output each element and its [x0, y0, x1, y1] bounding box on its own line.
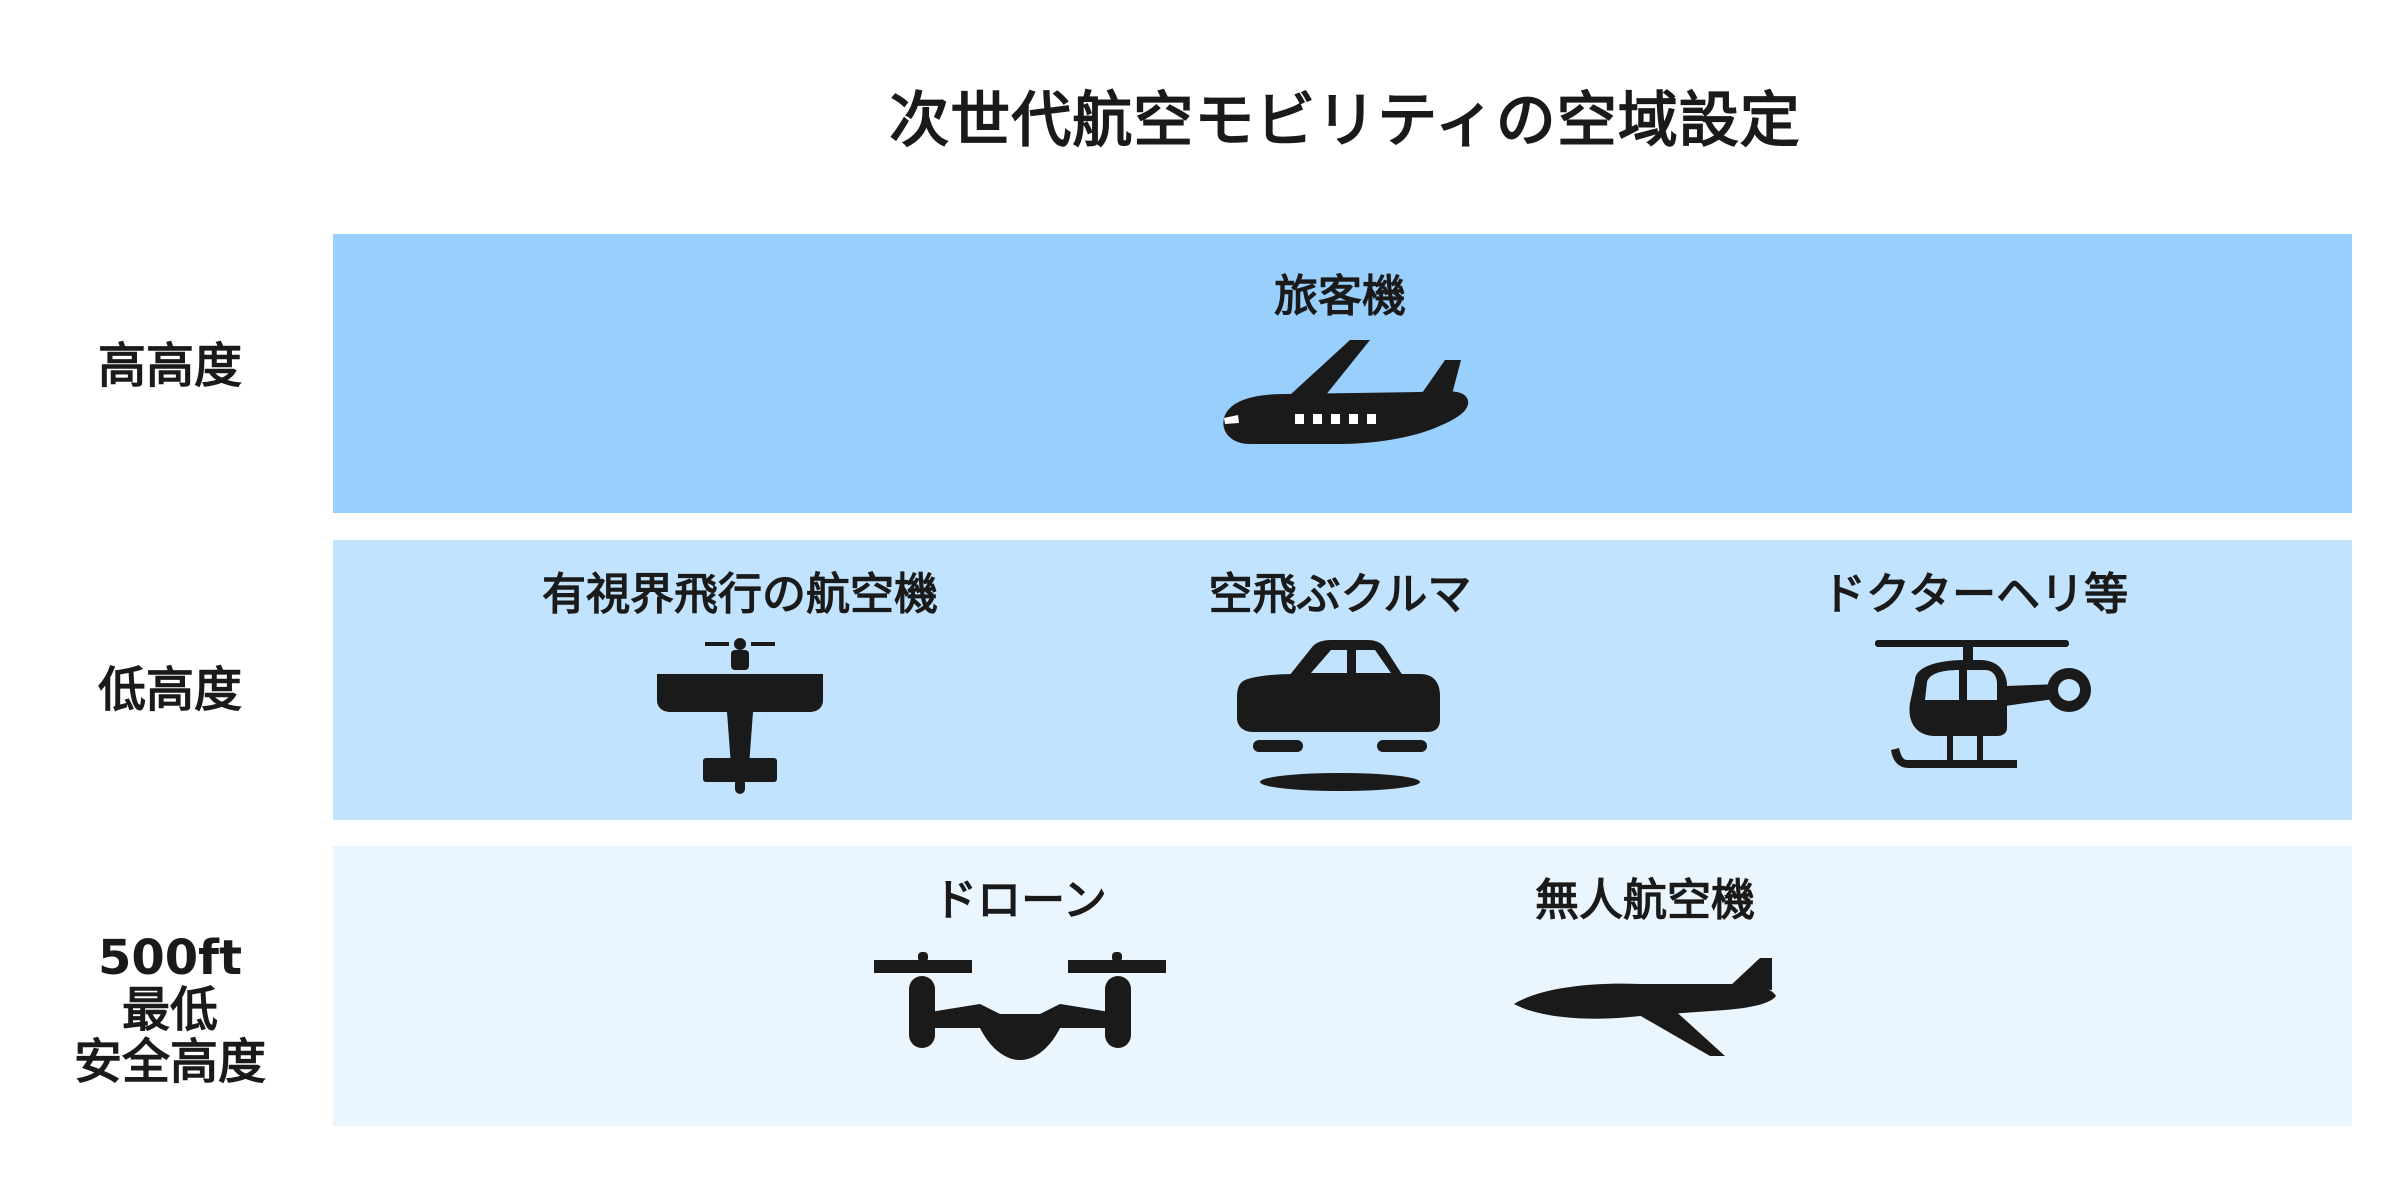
- vehicle-label: ドローン: [933, 875, 1107, 926]
- page-title: 次世代航空モビリティの空域設定: [889, 86, 1801, 156]
- vehicle-uav: 無人航空機: [1365, 876, 1925, 1064]
- row-label-high-altitude: 高高度: [97, 338, 242, 394]
- flying-car-icon: [1237, 640, 1440, 791]
- row-label-minimum-safe-altitude: 500ft 最低 安全高度: [0, 932, 340, 1088]
- helicopter-icon: [1875, 640, 2091, 768]
- vehicle-flying-car: 空飛ぶクルマ: [1060, 570, 1620, 798]
- vehicle-label: ドクターヘリ等: [1821, 569, 2129, 620]
- vehicle-helicopter: ドクターヘリ等: [1695, 570, 2255, 778]
- vehicle-label: 空飛ぶクルマ: [1208, 569, 1472, 620]
- row-label-low-altitude: 低高度: [97, 662, 242, 718]
- vehicle-label: 有視界飛行の航空機: [542, 569, 938, 620]
- vehicle-label: 旅客機: [1274, 271, 1406, 322]
- row-label-line: 500ft: [97, 930, 243, 986]
- row-label-line: 安全高度: [73, 1034, 266, 1090]
- band-minimum-safe-altitude: [333, 846, 2352, 1126]
- uav-icon: [1514, 958, 1776, 1056]
- row-label-line: 最低: [121, 982, 218, 1038]
- drone-icon: [874, 952, 1166, 1060]
- airliner-icon: [1223, 340, 1469, 444]
- vehicle-drone: ドローン: [740, 876, 1300, 1074]
- vehicle-label: 無人航空機: [1535, 875, 1755, 926]
- vehicle-airliner: 旅客機: [1060, 272, 1620, 460]
- vehicle-vfr-aircraft: 有視界飛行の航空機: [460, 570, 1020, 798]
- propeller-plane-icon: [657, 638, 823, 794]
